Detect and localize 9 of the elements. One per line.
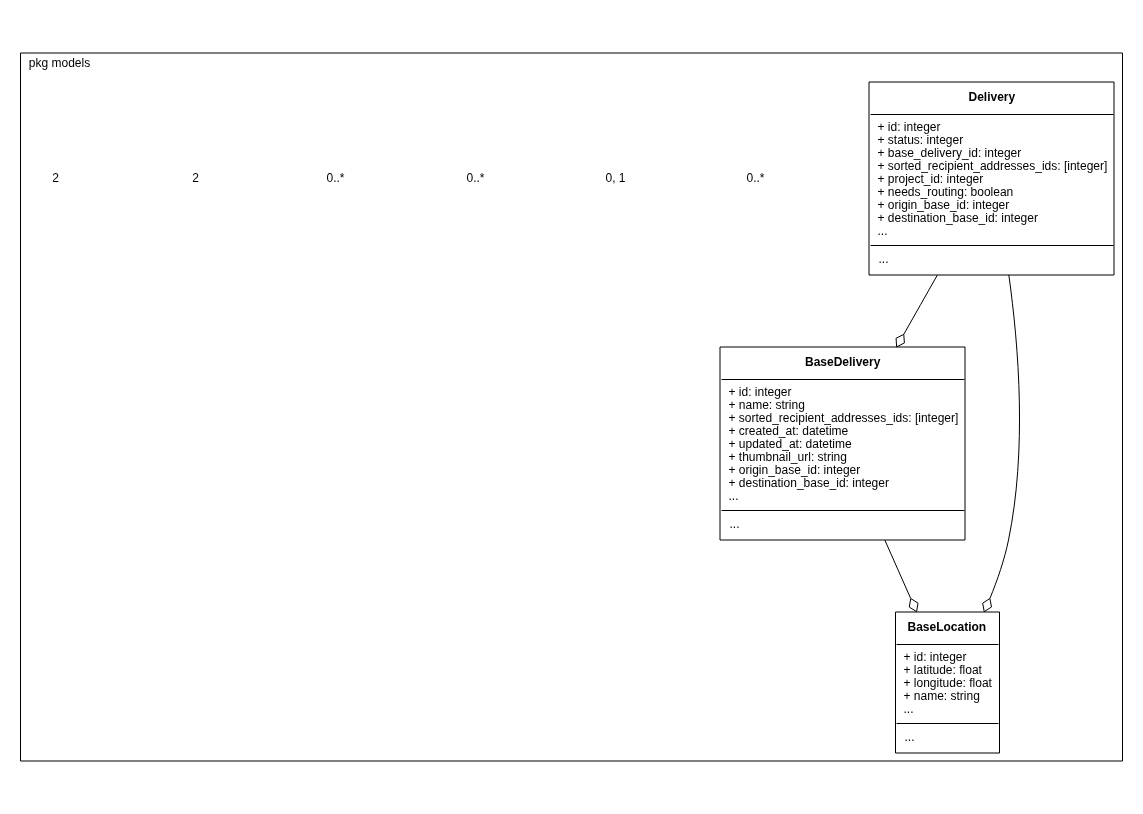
label: 0..* — [746, 170, 765, 185]
connector — [982, 274, 1020, 613]
label: 0..* — [466, 170, 485, 185]
label: 2 — [52, 170, 59, 185]
label: 0, 1 — [605, 170, 626, 185]
label: 0..* — [326, 170, 345, 185]
connector — [884, 539, 919, 613]
connector — [895, 274, 938, 348]
label: 2 — [192, 170, 199, 185]
